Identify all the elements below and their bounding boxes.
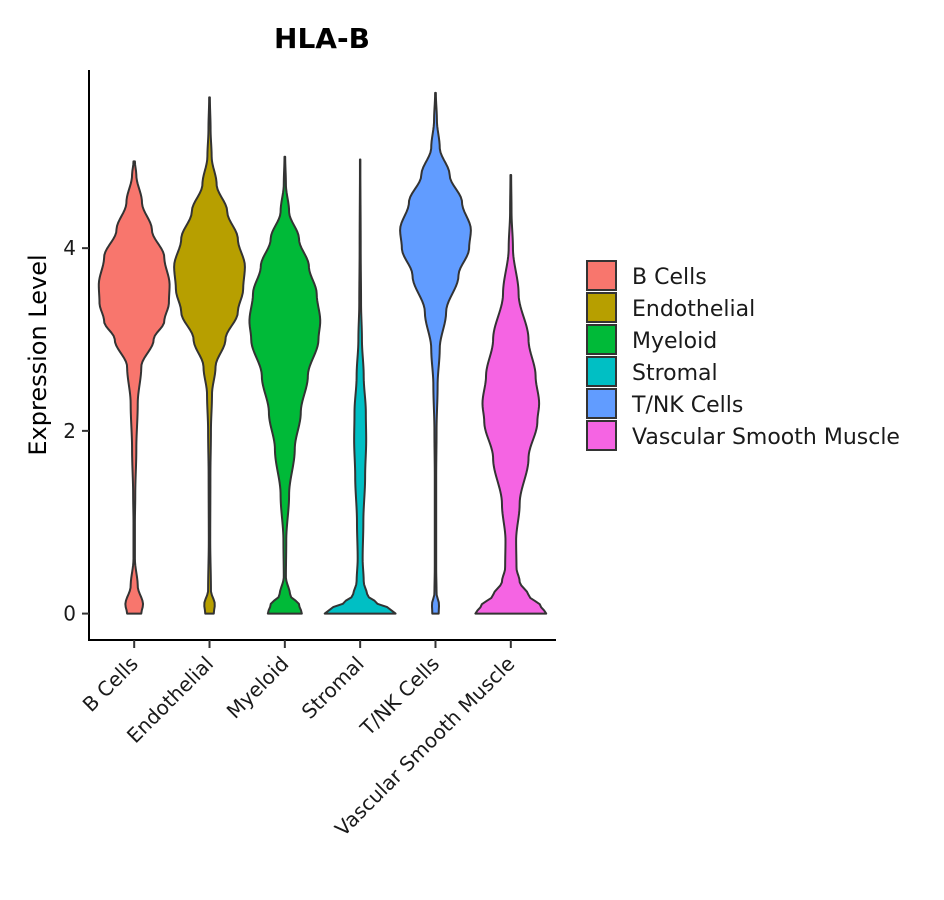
legend-swatch-vascular-smooth-muscle [586, 420, 617, 451]
violin-t-nk-cells [399, 91, 472, 615]
legend-swatch-b-cells [586, 260, 617, 291]
legend-label-myeloid: Myeloid [632, 329, 717, 354]
legend-label-endothelial: Endothelial [632, 297, 755, 322]
legend-label-b-cells: B Cells [632, 265, 707, 290]
x-tick-label-stromal: Stromal [297, 652, 369, 724]
violin-myeloid [248, 155, 322, 615]
y-axis-ticks: 0 2 4 [63, 236, 89, 626]
y-tick-label: 2 [63, 419, 76, 443]
y-tick-label: 0 [63, 602, 76, 626]
legend-label-vascular-smooth-muscle: Vascular Smooth Muscle [632, 425, 900, 450]
x-tick-label-b-cells: B Cells [78, 652, 143, 717]
legend-swatch-myeloid [586, 324, 617, 355]
legend-swatch-stromal [586, 356, 617, 387]
y-tick-label: 4 [63, 236, 76, 260]
violin-endothelial [173, 96, 246, 615]
x-tick-label-myeloid: Myeloid [222, 652, 294, 724]
violin-layer [97, 91, 548, 615]
legend-swatch-endothelial [586, 292, 617, 323]
violin-stromal [323, 158, 397, 615]
y-axis-title: Expression Level [24, 254, 52, 455]
legend-label-stromal: Stromal [632, 361, 718, 386]
legend-swatch-t-nk-cells [586, 388, 617, 419]
violin-b-cells [97, 160, 171, 615]
chart-title: HLA-B [274, 22, 370, 55]
legend-label-t-nk-cells: T/NK Cells [631, 393, 743, 418]
violin-vascular-smooth-muscle [474, 174, 548, 615]
